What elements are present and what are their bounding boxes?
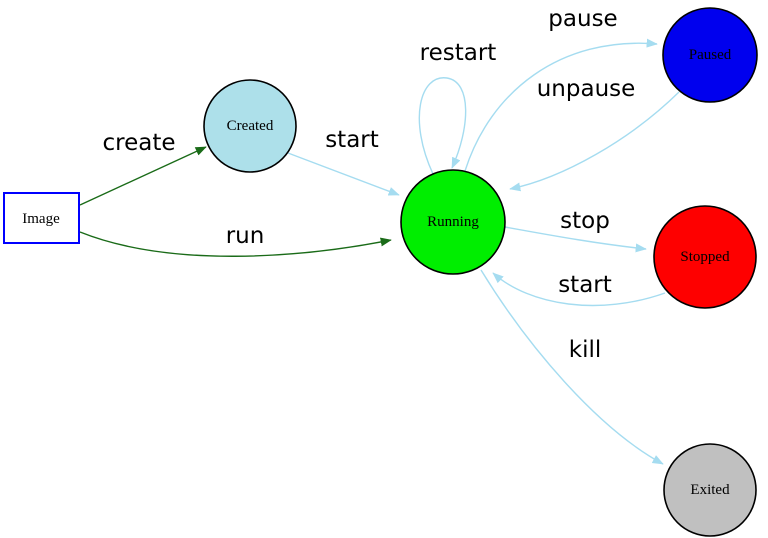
edge-start2-path <box>492 272 666 307</box>
node-running-label: Running <box>427 214 479 230</box>
edge-label-create: create <box>102 130 175 156</box>
edge-kill: kill <box>480 269 664 465</box>
edge-create: create <box>79 130 207 206</box>
node-image-label: Image <box>22 211 60 227</box>
edge-pause-path <box>464 38 658 172</box>
edge-stop: stop <box>504 208 647 253</box>
node-running-shape[interactable] <box>400 169 506 275</box>
edge-pause: pause <box>464 6 658 172</box>
node-stopped[interactable]: Stopped <box>653 205 757 309</box>
edge-start1-path <box>287 152 400 196</box>
edge-label-kill: kill <box>569 337 602 363</box>
edge-label-unpause: unpause <box>537 76 636 102</box>
edge-kill-path <box>480 269 664 465</box>
node-stopped-label: Stopped <box>680 249 730 265</box>
edge-stop-path <box>504 226 647 253</box>
node-image[interactable]: Image <box>3 192 80 244</box>
edge-label-pause: pause <box>548 6 617 32</box>
edge-restart: restart <box>418 40 497 175</box>
edge-create-path <box>79 146 207 206</box>
node-created-shape[interactable] <box>203 79 297 173</box>
edge-run-path <box>79 231 392 257</box>
node-created-label: Created <box>227 118 274 134</box>
edge-label-run: run <box>226 223 265 249</box>
edge-restart-path <box>418 77 467 175</box>
node-stopped-shape[interactable] <box>653 205 757 309</box>
edge-label-start-stopped: start <box>558 272 612 298</box>
edge-start-stopped-running: start <box>492 272 666 307</box>
node-paused[interactable]: Paused <box>662 7 758 103</box>
node-exited-shape[interactable] <box>663 443 757 537</box>
edge-start-created-running: start <box>287 127 400 196</box>
node-created[interactable]: Created <box>203 79 297 173</box>
edge-unpause-path <box>509 91 680 192</box>
edge-label-restart: restart <box>420 40 497 66</box>
node-paused-label: Paused <box>689 47 732 63</box>
edge-label-stop: stop <box>560 208 610 234</box>
node-running[interactable]: Running <box>400 169 506 275</box>
edge-label-start-created: start <box>325 127 379 153</box>
edge-unpause: unpause <box>509 76 680 192</box>
node-paused-shape[interactable] <box>662 7 758 103</box>
node-image-shape[interactable] <box>3 192 80 244</box>
edge-run: run <box>79 223 392 257</box>
node-exited-label: Exited <box>690 482 730 498</box>
node-exited[interactable]: Exited <box>663 443 757 537</box>
